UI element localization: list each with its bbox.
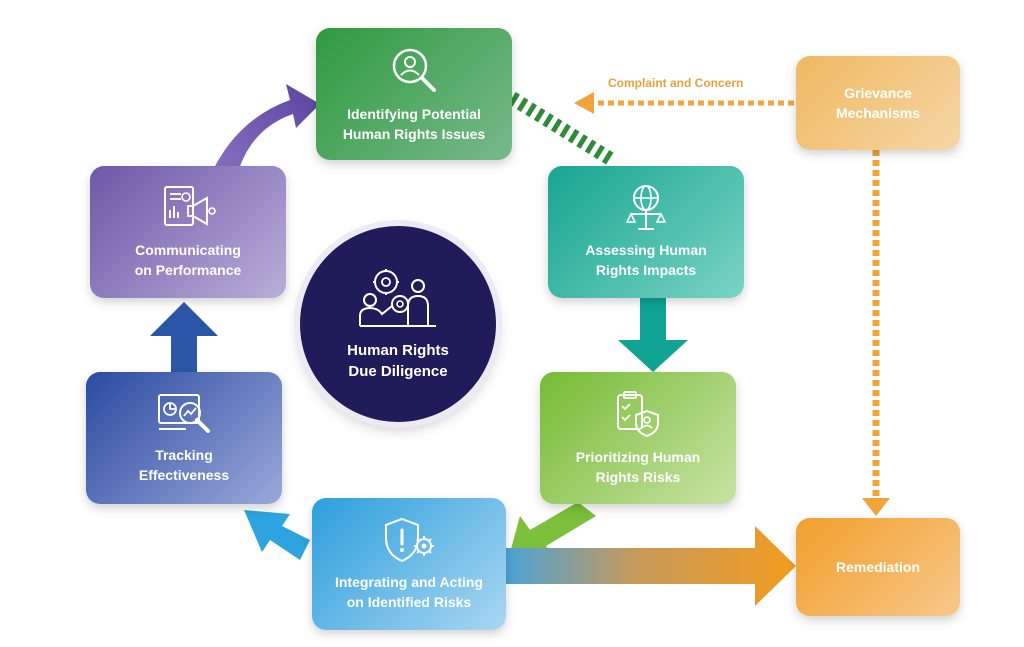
step-identifying-label: Identifying Potential Human Rights Issue… <box>342 106 486 142</box>
center-label: Human Rights Due Diligence <box>347 342 449 380</box>
arrow-tracking-to-communicating <box>150 302 218 372</box>
shield-gear-icon <box>385 517 434 563</box>
arrow-identifying-to-assessing <box>508 92 616 166</box>
arrow-communicating-to-identifying <box>214 84 320 172</box>
arrowhead-remediation <box>862 498 890 516</box>
arrowhead-complaint <box>574 92 594 114</box>
step-prioritizing: Prioritizing Human Rights Risks <box>540 372 736 504</box>
complaint-concern-label: Complaint and Concern <box>608 76 744 90</box>
arrow-prioritizing-to-integrating <box>508 502 596 560</box>
step-communicating-label: Communicating on Performance <box>134 242 242 278</box>
step-assessing-label: Assessing Human Rights Impacts <box>585 242 707 278</box>
step-integrating: Integrating and Acting on Identified Ris… <box>312 498 506 630</box>
remediation-box: Remediation <box>796 518 960 616</box>
arrow-integrating-to-tracking <box>244 510 310 560</box>
step-integrating-label: Integrating and Acting on Identified Ris… <box>334 574 484 610</box>
team-gears-icon <box>359 269 436 327</box>
grievance-mechanisms-box: Grievance Mechanisms <box>796 56 960 150</box>
step-identifying: Identifying Potential Human Rights Issue… <box>316 28 512 160</box>
chart-magnifier-icon <box>158 394 210 433</box>
center-due-diligence: Human Rights Due Diligence <box>300 226 496 422</box>
step-tracking: Tracking Effectiveness <box>86 372 282 504</box>
step-tracking-label: Tracking Effectiveness <box>138 447 230 483</box>
arrow-assessing-to-prioritizing <box>618 298 688 372</box>
globe-scale-icon <box>625 185 667 230</box>
arrow-integrating-to-remediation <box>505 526 796 606</box>
step-assessing: Assessing Human Rights Impacts <box>548 166 744 298</box>
remediation-label: Remediation <box>835 559 920 575</box>
report-megaphone-icon <box>164 186 216 226</box>
step-prioritizing-label: Prioritizing Human Rights Risks <box>575 449 701 485</box>
grievance-label: Grievance Mechanisms <box>835 85 921 121</box>
user-search-icon <box>392 48 436 92</box>
step-communicating: Communicating on Performance <box>90 166 286 298</box>
clipboard-shield-icon <box>617 391 659 438</box>
